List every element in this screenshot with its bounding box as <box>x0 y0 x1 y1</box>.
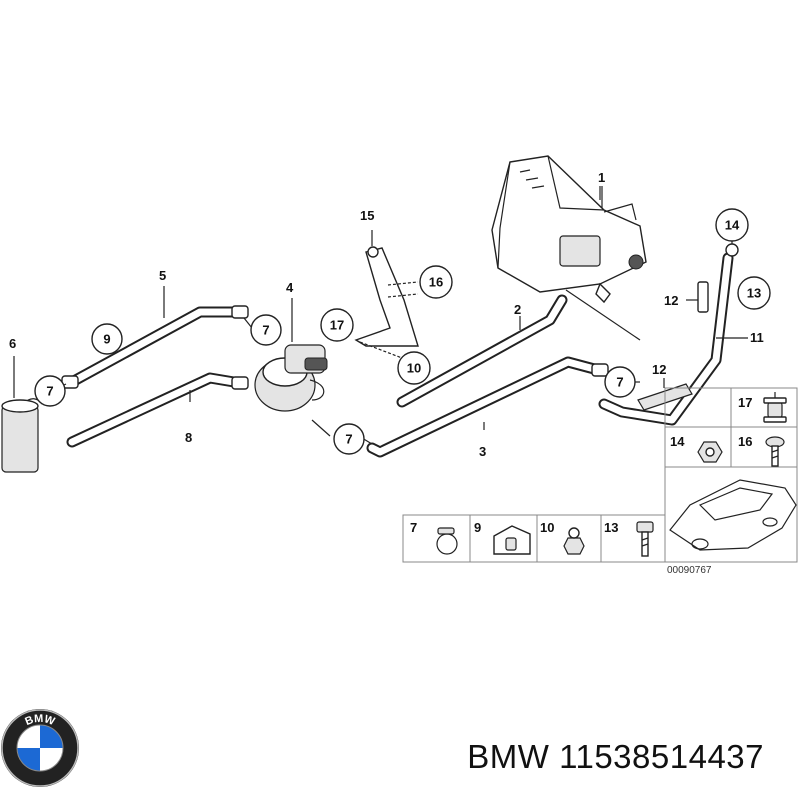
inset-label-17: 17 <box>738 395 752 410</box>
hose-5 <box>61 305 249 389</box>
label-5: 5 <box>159 268 166 283</box>
inset-right: 17 14 16 00090767 <box>664 387 798 576</box>
brand-name: BMW <box>467 738 550 775</box>
part-11-pipe <box>598 236 748 426</box>
part-1-carbon-canister <box>491 155 647 341</box>
label-7b: 7 <box>262 323 269 338</box>
bottom-label-13: 13 <box>604 520 618 535</box>
label-1: 1 <box>598 170 605 185</box>
label-16: 16 <box>429 275 443 290</box>
part-14-nut <box>697 441 723 463</box>
bmw-logo: BMW <box>1 709 79 787</box>
inset-bottom: 7 9 10 13 <box>402 514 666 563</box>
callout-labels: 1 2 3 4 5 6 8 15 12 12 11 9 7 7 7 7 17 1… <box>9 170 771 459</box>
label-15: 15 <box>360 208 374 223</box>
label-8: 8 <box>185 430 192 445</box>
logo-quadrant-blue-tr <box>40 725 63 748</box>
label-12b: 12 <box>652 362 666 377</box>
label-3: 3 <box>479 444 486 459</box>
label-12a: 12 <box>664 293 678 308</box>
hose-2 <box>396 294 568 408</box>
bottom-label-10: 10 <box>540 520 554 535</box>
bottom-label-7: 7 <box>410 520 417 535</box>
part-10-nut <box>563 527 585 555</box>
bottom-label-9: 9 <box>474 520 481 535</box>
drawing-code: 00090767 <box>667 565 712 576</box>
label-2: 2 <box>514 302 521 317</box>
label-13: 13 <box>747 286 761 301</box>
part-7-clamp <box>436 527 458 555</box>
car-silhouette <box>669 479 797 551</box>
label-7a: 7 <box>46 384 53 399</box>
label-9: 9 <box>103 332 110 347</box>
hose-8 <box>66 372 249 448</box>
part-17-rubber-mount <box>763 392 787 423</box>
inset-label-14: 14 <box>670 434 685 449</box>
label-6: 6 <box>9 336 16 351</box>
svg-text:BMW: BMW <box>23 713 56 728</box>
label-11: 11 <box>750 330 764 345</box>
logo-quadrant-blue-bl <box>17 748 40 771</box>
part-number: 11538514437 <box>559 738 764 775</box>
label-10: 10 <box>407 361 421 376</box>
logo-letters: BMW <box>23 713 56 728</box>
label-7c: 7 <box>345 432 352 447</box>
label-7d: 7 <box>616 375 623 390</box>
part-4-valve <box>254 298 328 412</box>
part-9-clip <box>493 525 531 555</box>
part-16-screw <box>765 436 785 467</box>
label-14: 14 <box>725 218 740 233</box>
part-15-bracket <box>354 230 419 359</box>
inset-label-16: 16 <box>738 434 752 449</box>
part-6-canister <box>1 356 43 473</box>
label-4: 4 <box>286 280 294 295</box>
part-number-caption: BMW 11538514437 <box>467 738 764 776</box>
part-13-bolt <box>636 521 654 557</box>
hose-3 <box>366 356 609 458</box>
label-17: 17 <box>330 318 344 333</box>
